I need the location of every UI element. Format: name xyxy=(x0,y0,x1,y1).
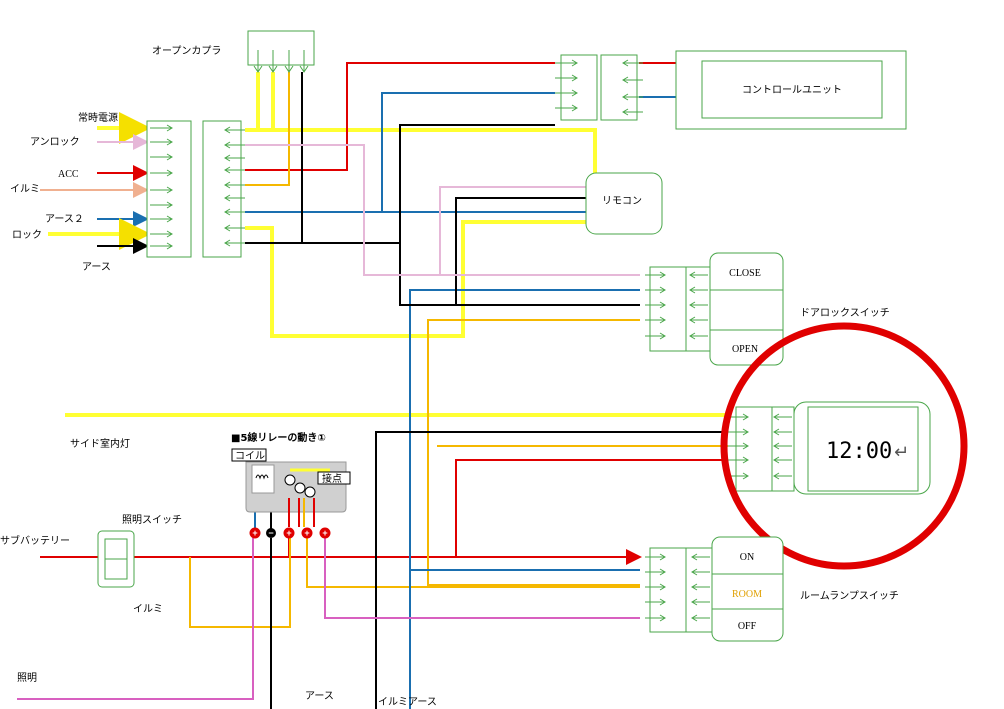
svg-text:−: − xyxy=(268,528,273,538)
illumination2-label: イルミ xyxy=(133,604,163,615)
clock-time: 12:00 xyxy=(826,439,892,464)
door-lock-switch: CLOSE OPEN xyxy=(645,252,784,366)
ground2-label: アース２ xyxy=(45,214,84,225)
svg-text:+: + xyxy=(304,528,309,538)
lock-label: ロック xyxy=(12,229,42,241)
remote-box: リモコン xyxy=(585,172,663,235)
illumination-label: イルミ xyxy=(10,184,40,195)
yellow-wires xyxy=(65,72,728,417)
open-coupler xyxy=(247,30,315,73)
close-label: CLOSE xyxy=(729,268,761,279)
svg-text:+: + xyxy=(322,528,327,538)
wires xyxy=(17,62,728,709)
control-unit: コントロールユニット xyxy=(675,50,907,130)
lighting-switch-label: 照明スイッチ xyxy=(122,514,182,526)
coil-label: コイル xyxy=(235,451,265,462)
open-coupler-label: オープンカプラ xyxy=(152,45,221,57)
switch-on-label: ON xyxy=(740,552,754,563)
return-mark-icon: ↵ xyxy=(894,442,909,462)
control-unit-label: コントロールユニット xyxy=(742,85,842,96)
open-label: OPEN xyxy=(732,344,758,355)
switch-off-label: OFF xyxy=(738,621,757,632)
relay-title: ■5線リレーの動き① xyxy=(231,431,326,444)
illumination-ground-label: イルミアース xyxy=(378,697,437,708)
input-connector xyxy=(146,120,192,258)
ground-label: アース xyxy=(82,262,111,273)
ground-bottom-label: アース xyxy=(305,691,334,702)
remote-label: リモコン xyxy=(602,196,642,207)
door-lock-switch-label: ドアロックスイッチ xyxy=(800,307,890,319)
room-lamp-switch-label: ルームランプスイッチ xyxy=(800,590,899,602)
contact-label: 接点 xyxy=(322,472,342,485)
room-lamp-switch: ON ROOM OFF xyxy=(645,536,784,642)
svg-text:+: + xyxy=(286,528,291,538)
sub-battery-label: サブバッテリー xyxy=(0,534,70,547)
acc-label: ACC xyxy=(58,169,79,180)
constant-power-label: 常時電源 xyxy=(78,111,118,124)
lighting-switch xyxy=(97,530,135,588)
side-room-lamp-label: サイド室内灯 xyxy=(70,437,130,450)
relay: ■5線リレーの動き① コイル 接点 + − + + + xyxy=(231,431,351,539)
svg-text:+: + xyxy=(252,528,257,538)
labels: オープンカプラ 常時電源 アンロック ACC イルミ アース２ ロック アース … xyxy=(0,45,899,708)
unlock-label: アンロック xyxy=(30,136,80,148)
control-unit-connector xyxy=(555,54,643,121)
lighting-label: 照明 xyxy=(17,672,37,684)
switch-room-label: ROOM xyxy=(732,589,762,600)
mid-connector xyxy=(202,120,245,258)
clock-unit: 12:00 ↵ xyxy=(728,401,931,495)
highlight-circle xyxy=(720,322,968,570)
